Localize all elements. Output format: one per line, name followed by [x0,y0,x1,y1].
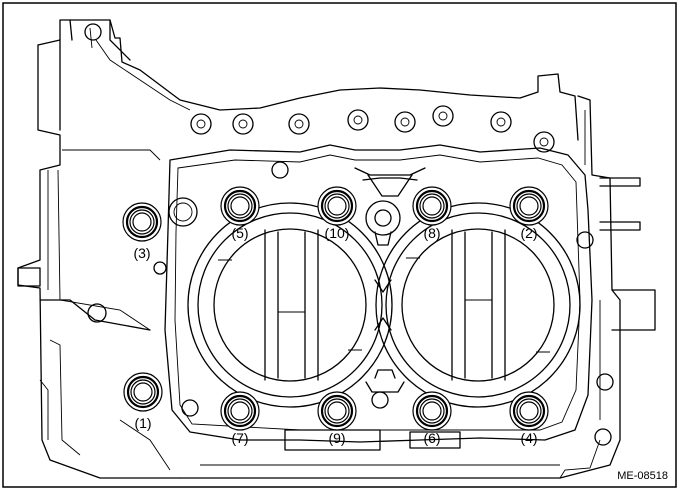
bolt-1-label: (1) [134,415,151,431]
bolt-8 [412,186,452,226]
block-casting [17,19,656,479]
bolt-9-label: (9) [328,430,345,446]
bolt-4-label: (4) [520,430,537,446]
bolt-3-label: (3) [133,245,150,261]
cylinder-left [187,202,393,408]
bolt-6 [412,391,452,431]
bolt-10-label: (10) [325,225,350,241]
bolt-7-label: (7) [231,430,248,446]
bolt-6-label: (6) [423,430,440,446]
deck-surface [153,144,594,443]
figure-code: ME-08518 [617,470,668,482]
bolt-9 [317,391,357,431]
cylinder-right [375,202,581,408]
bolt-5 [220,186,260,226]
bolt-4 [509,391,549,431]
bolt-1 [123,372,163,412]
bolt-10 [317,186,357,226]
bolt-5-label: (5) [231,225,248,241]
bolt-2-label: (2) [520,225,537,241]
bolt-7 [220,391,260,431]
bolt-3 [122,202,162,242]
bolt-2 [509,186,549,226]
bolt-layer: (1) (2) (3) (4) (5) (6) (7) (8) (9) (10) [122,186,549,446]
bolt-8-label: (8) [423,225,440,241]
